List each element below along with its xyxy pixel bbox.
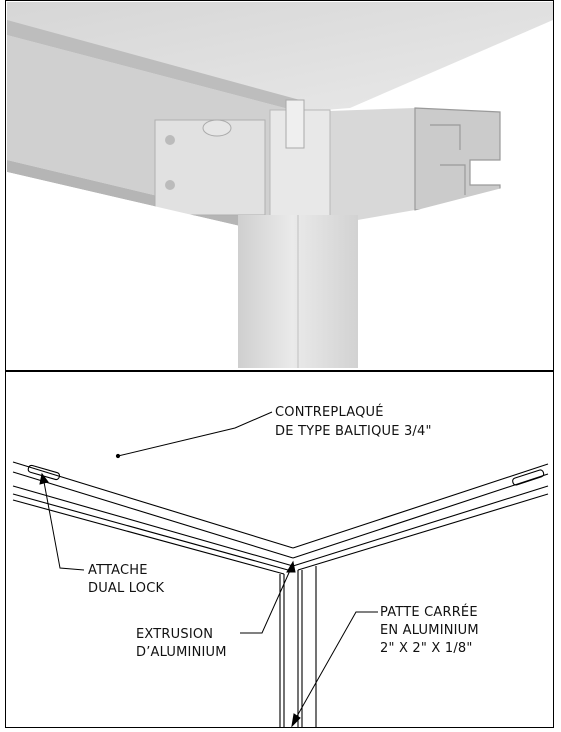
label-leg-3: 2" X 2" X 1/8" — [380, 641, 473, 656]
bolt — [285, 99, 305, 149]
leader-extrusion — [240, 565, 293, 634]
label-fastener-1: ATTACHE — [88, 563, 148, 578]
label-extrusion-1: EXTRUSION — [136, 627, 213, 642]
corner-bracket — [154, 119, 266, 216]
render-panel — [7, 2, 553, 368]
leader-fastener — [43, 481, 85, 571]
label-extrusion-2: D’ALUMINIUM — [136, 645, 227, 660]
label-plywood-2: DE TYPE BALTIQUE 3/4" — [275, 424, 432, 439]
leader-leg — [295, 611, 378, 719]
label-leg-2: EN ALUMINIUM — [380, 623, 479, 638]
leader-lines — [39, 411, 378, 728]
label-fastener-2: DUAL LOCK — [88, 581, 164, 596]
bracket-screw-icon — [165, 135, 175, 145]
line-drawing-panel — [12, 461, 549, 728]
left-rail-top-edge — [7, 20, 300, 112]
leader-plywood — [117, 411, 273, 457]
bracket-screw-icon — [165, 180, 175, 190]
plywood-underside — [7, 2, 553, 112]
label-leg-1: PATTE CARRÉE — [380, 604, 478, 620]
dual-lock-right — [512, 469, 545, 486]
label-plywood-1: CONTREPLAQUÉ — [275, 404, 384, 420]
left-rail-bottom-edge — [7, 160, 300, 240]
panel-divider — [5, 370, 554, 372]
nut — [202, 119, 232, 137]
